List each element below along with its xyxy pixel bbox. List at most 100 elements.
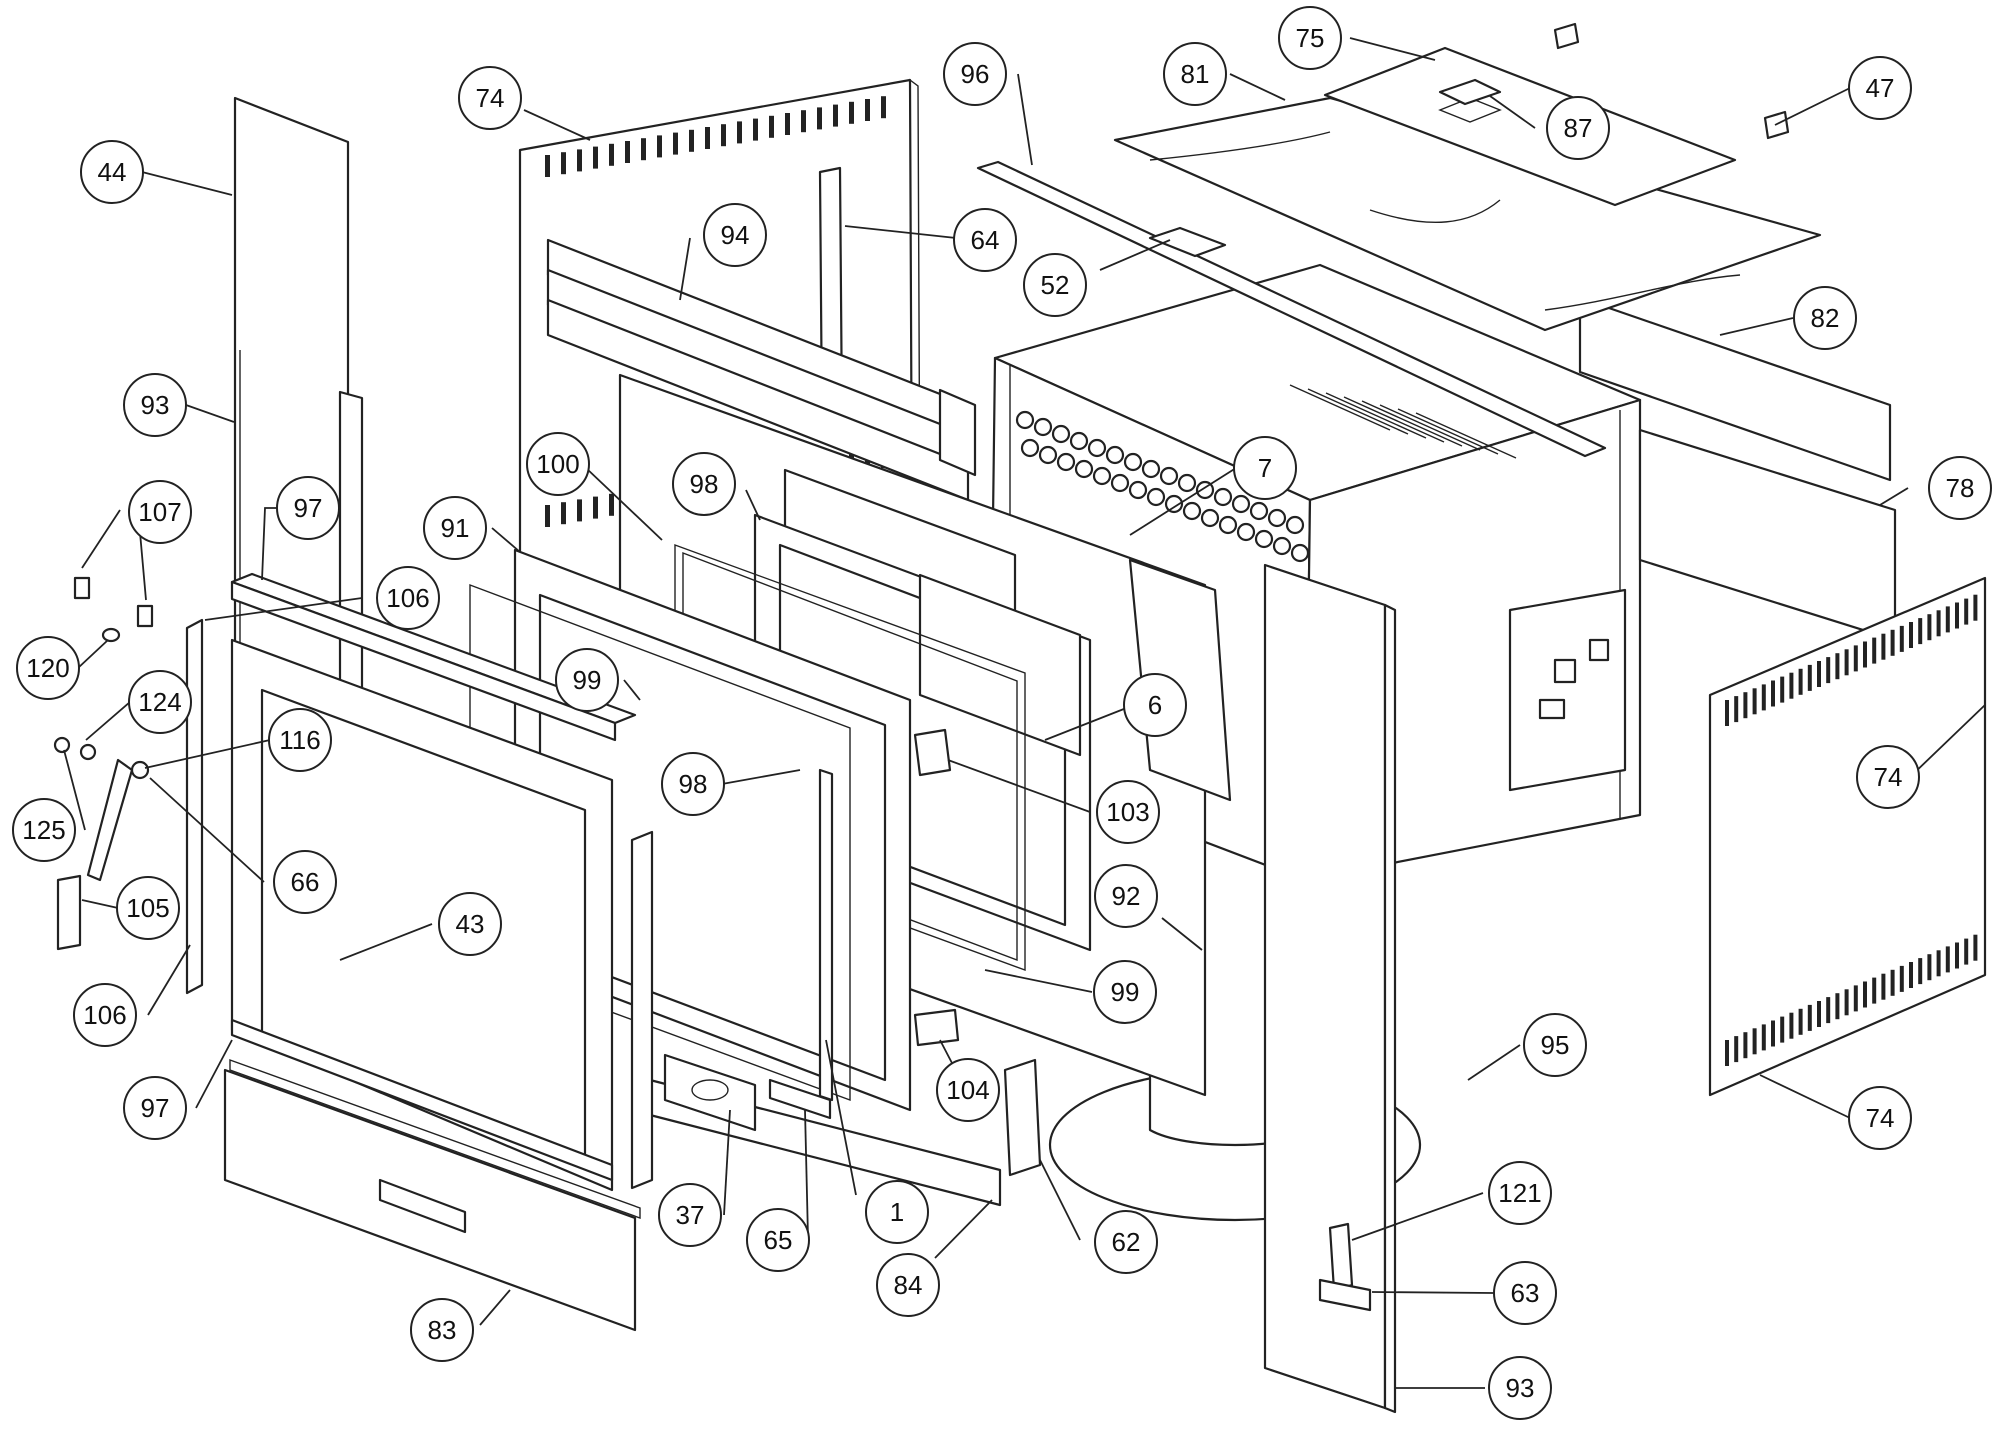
body-bolt	[1267, 508, 1287, 528]
part-93-trim-strip-left	[338, 390, 364, 707]
side-vent-slot	[1853, 645, 1858, 672]
rear-vent-slot	[625, 141, 630, 163]
leader-81	[1229, 73, 1286, 101]
side-vent-slot	[1789, 1012, 1794, 1039]
side-vent-slot	[1743, 692, 1748, 719]
side-vent-slot	[1844, 649, 1849, 676]
svg-text:74: 74	[476, 83, 505, 113]
rear-vent-slot	[753, 118, 758, 141]
rear-vent-slot	[769, 115, 774, 138]
svg-text:66: 66	[291, 867, 320, 897]
svg-text:105: 105	[126, 893, 169, 923]
body-bolt	[1285, 515, 1305, 535]
rear-vent-slot	[721, 124, 726, 147]
rear-vent-slot	[689, 129, 694, 152]
part-52-bracket	[1148, 226, 1227, 258]
part-65-slider	[768, 1078, 832, 1120]
part-121-handle	[1328, 1222, 1354, 1292]
callout-78: 78	[1928, 456, 1992, 520]
side-vent-slot	[1725, 700, 1729, 726]
part-6-inner-door	[918, 573, 1082, 757]
svg-text:64: 64	[971, 225, 1000, 255]
rear-vent-slot	[849, 101, 854, 124]
part-93-front-strip-right	[1263, 563, 1397, 1414]
body-bolt	[1213, 487, 1233, 507]
leader-106a	[204, 597, 363, 621]
leader-99a	[623, 679, 641, 701]
svg-text:91: 91	[441, 513, 470, 543]
svg-text:120: 120	[26, 653, 69, 683]
leader-52	[1099, 239, 1171, 271]
part-87-top-handle	[1438, 78, 1502, 106]
leader-93a	[185, 404, 235, 423]
leader-62	[1039, 1159, 1081, 1241]
callout-94: 94	[703, 203, 767, 267]
leader-104	[939, 1039, 954, 1066]
leader-65	[804, 1109, 809, 1239]
body-bolt	[1200, 508, 1220, 528]
svg-text:124: 124	[138, 687, 181, 717]
callout-44: 44	[80, 140, 144, 204]
svg-text:99: 99	[1111, 977, 1140, 1007]
callout-116: 116	[268, 708, 332, 772]
grill-bar	[1289, 384, 1391, 431]
body-bolt	[1182, 501, 1202, 521]
side-vent-slot	[1743, 1032, 1748, 1059]
grill-bar	[1379, 404, 1481, 451]
callout-43: 43	[438, 892, 502, 956]
leader-47	[1774, 87, 1851, 126]
svg-text:75: 75	[1296, 23, 1325, 53]
side-vent-slot	[1918, 618, 1923, 645]
rear-vent-slot	[545, 155, 550, 177]
part-1-latch-rod	[818, 768, 834, 1102]
leader-37	[723, 1109, 731, 1216]
leader-91	[491, 527, 521, 553]
callout-98-lower: 98	[661, 752, 725, 816]
body-bolt	[1146, 487, 1166, 507]
callout-120: 120	[16, 636, 80, 700]
svg-text:93: 93	[141, 390, 170, 420]
leader-74a	[523, 109, 591, 141]
side-vent-slot	[1752, 688, 1757, 715]
part-81-top-lid	[1113, 96, 1822, 332]
body-bolt	[1015, 410, 1035, 430]
rear-vent-slot	[657, 135, 662, 158]
side-vent-slot	[1771, 680, 1775, 707]
leader-94	[679, 237, 691, 301]
rear-vent-slot	[705, 127, 710, 149]
side-vent-slot	[1890, 629, 1895, 656]
side-vent-slot	[1826, 657, 1831, 684]
callout-74-side-lower: 74	[1848, 1086, 1912, 1150]
side-vent-slot	[1752, 1028, 1757, 1055]
svg-text:47: 47	[1866, 73, 1895, 103]
part-97-top-rail	[230, 572, 637, 742]
callout-6: 6	[1123, 673, 1187, 737]
svg-text:121: 121	[1498, 1178, 1541, 1208]
side-vent-slot	[1771, 1020, 1775, 1047]
part-96-top-strip	[976, 160, 1607, 458]
callout-121: 121	[1488, 1161, 1552, 1225]
callout-106-lower: 106	[73, 983, 137, 1047]
side-vent-slot	[1927, 614, 1932, 641]
callout-104: 104	[936, 1058, 1000, 1122]
body-bolt	[1123, 452, 1143, 472]
part-106-hinge-strip	[185, 618, 204, 995]
side-vent-slot	[1872, 977, 1877, 1004]
leader-99b	[984, 969, 1093, 993]
callout-84: 84	[876, 1253, 940, 1317]
leader-64	[844, 225, 957, 239]
side-vent-slot	[1899, 625, 1904, 652]
side-vent-slot	[1826, 997, 1831, 1024]
svg-text:92: 92	[1112, 881, 1141, 911]
side-vent-slot	[1973, 934, 1978, 961]
rear-vent-slot	[593, 146, 598, 169]
side-vent-slot	[1881, 633, 1886, 660]
leader-96	[1017, 73, 1033, 166]
callout-93-lower: 93	[1488, 1356, 1552, 1420]
callout-83: 83	[410, 1298, 474, 1362]
body-bolt	[1105, 445, 1125, 465]
side-vent-slot	[1734, 696, 1739, 723]
side-vent-slot	[1955, 942, 1959, 969]
callout-87: 87	[1546, 96, 1610, 160]
svg-text:1: 1	[890, 1197, 904, 1227]
